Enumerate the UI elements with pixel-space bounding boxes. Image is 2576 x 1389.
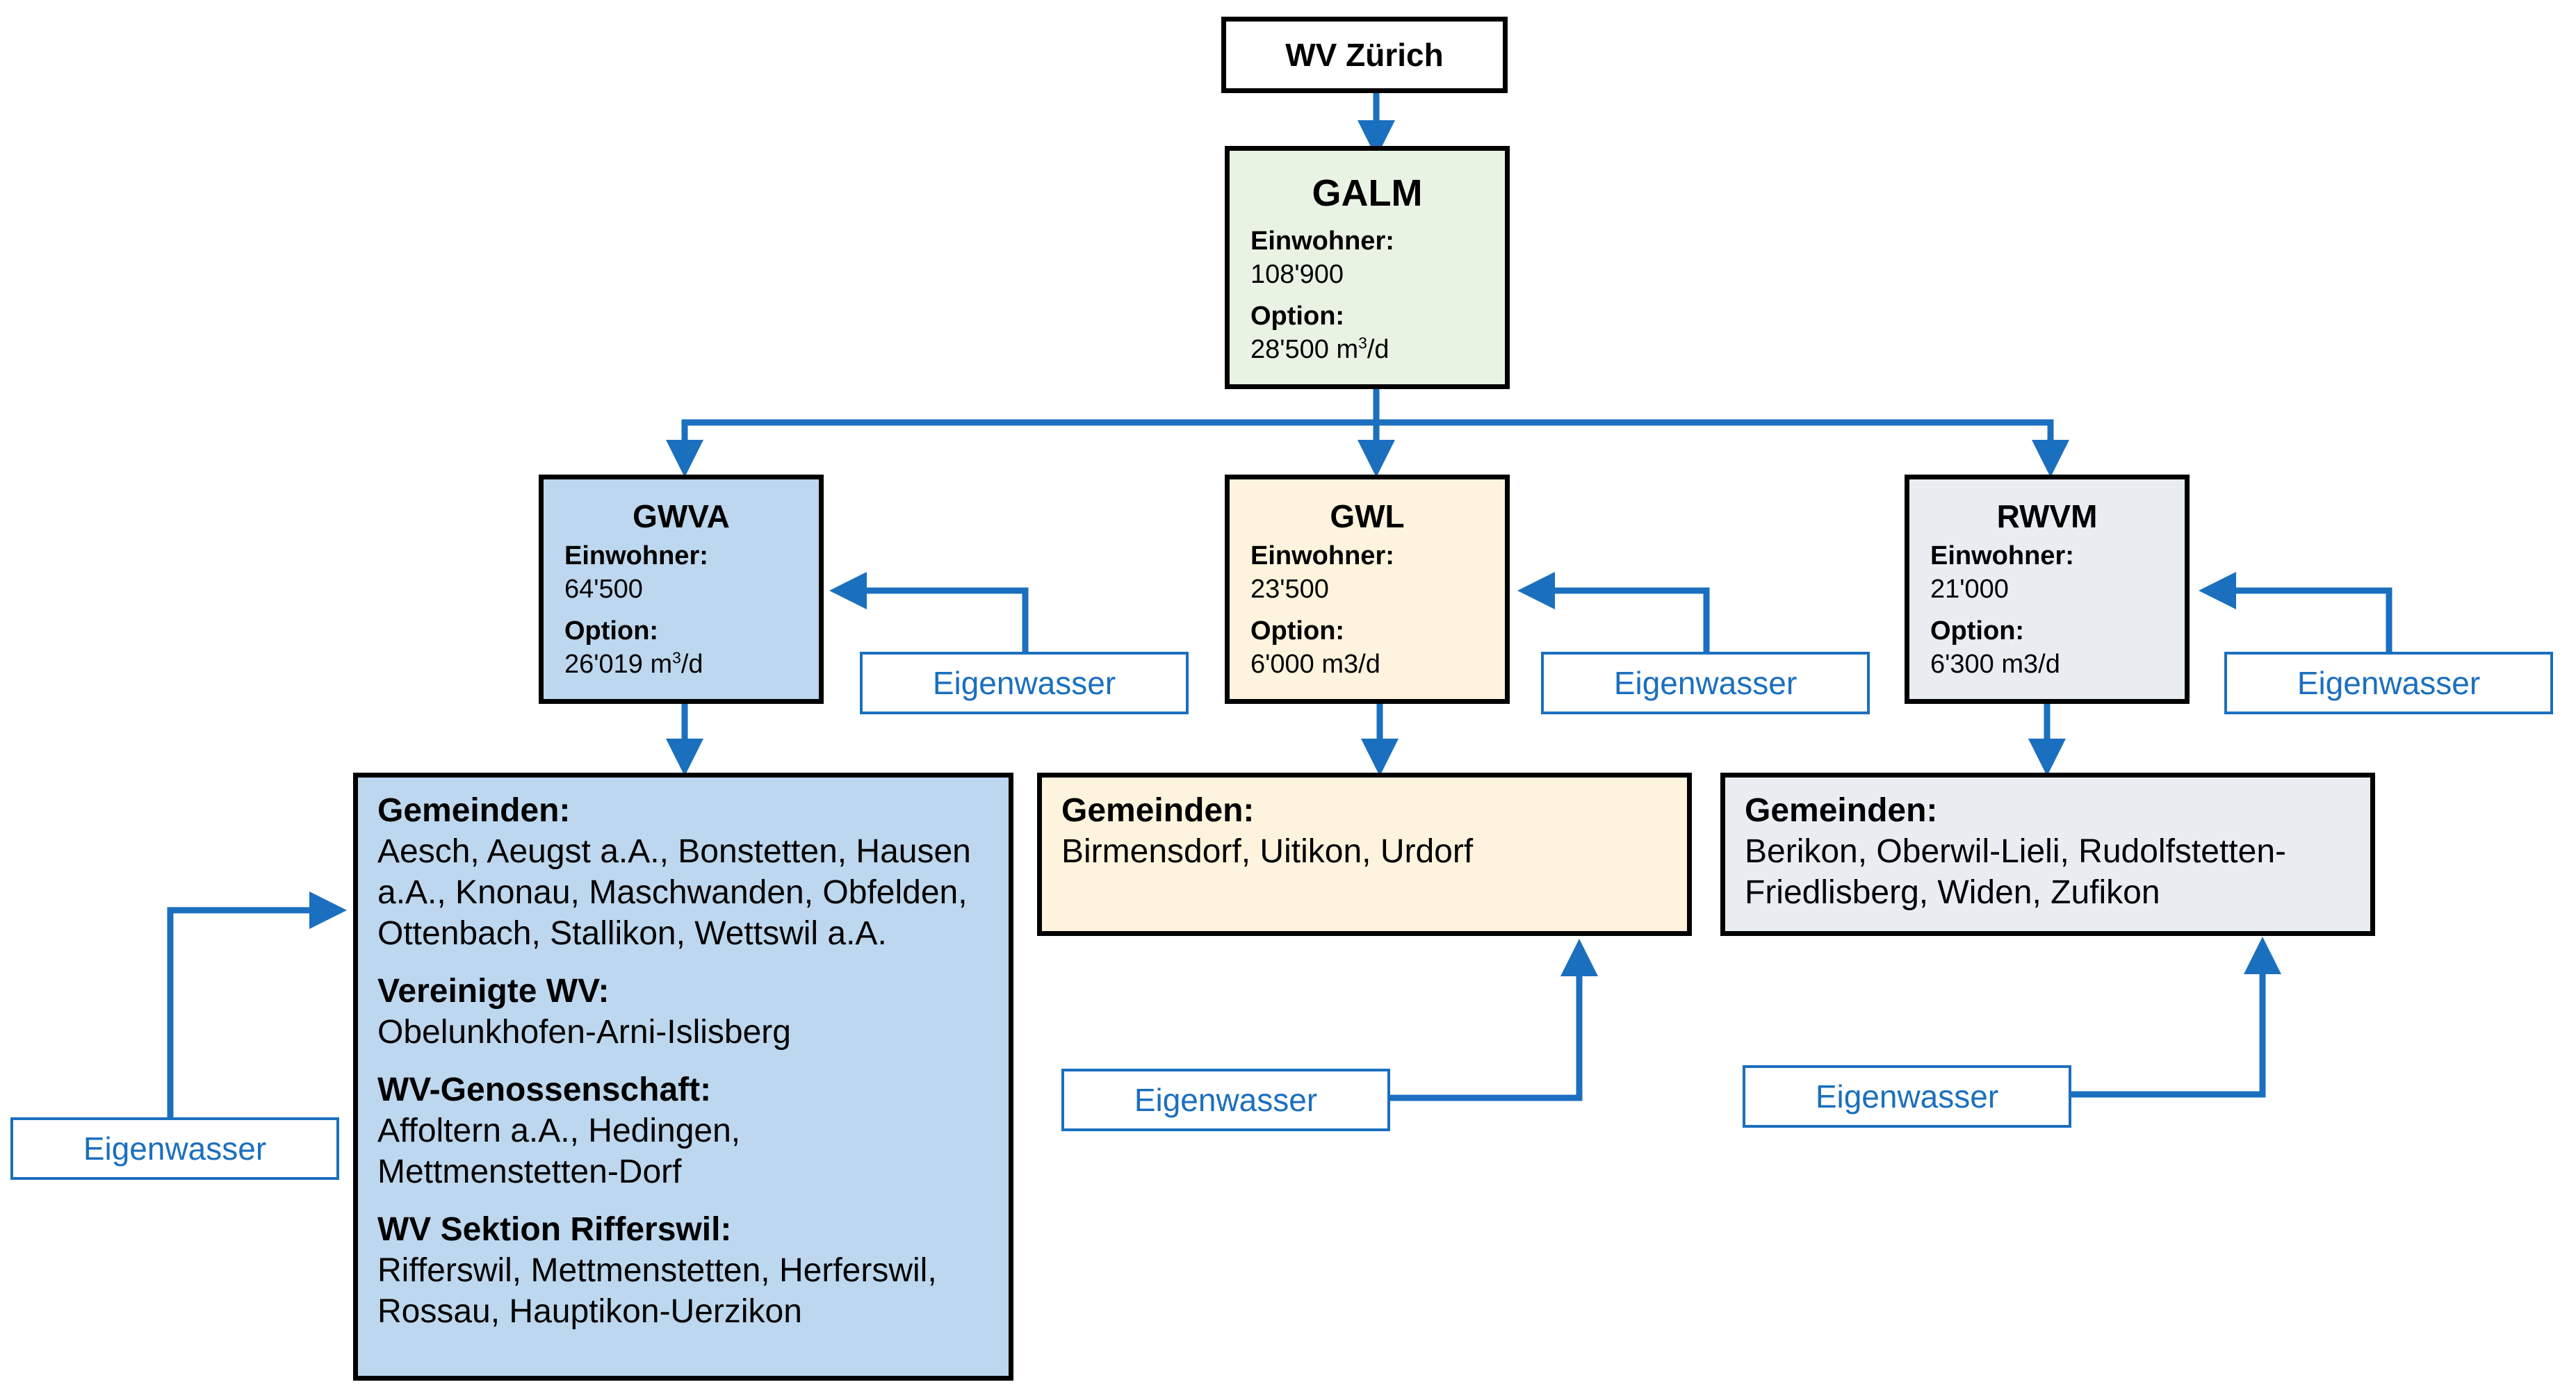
arrow-eigen-gwva-gemeinden <box>167 891 347 1119</box>
galm-einwohner-label: Einwohner: <box>1250 227 1394 256</box>
rwvm-gemeinden-box: Gemeinden: Berikon, Oberwil-Lieli, Rudol… <box>1720 773 2375 936</box>
gwl-option: 6'000 m3/d <box>1250 650 1380 679</box>
gwva-gemeinden-box: Gemeinden: Aesch, Aeugst a.A., Bonstette… <box>353 773 1013 1381</box>
rwvm-einwohner-label: Einwohner: <box>1930 541 2074 570</box>
gwl-title: GWL <box>1330 498 1405 534</box>
galm-box: GALM Einwohner: 108'900 Option: 28'500 m… <box>1225 146 1510 389</box>
rwvm-box: RWVM Einwohner: 21'000 Option: 6'300 m3/… <box>1905 475 2190 704</box>
gwva-gemeinden-heading: Gemeinden: <box>377 792 571 829</box>
gwva-box: GWVA Einwohner: 64'500 Option: 26'019 m3… <box>539 475 824 704</box>
arrow-eigen-gwl <box>1517 572 1710 652</box>
gwva-genossenschaft-text: Affoltern a.A., Hedingen, Mettmenstetten… <box>377 1112 741 1190</box>
gwva-genossenschaft-heading: WV-Genossenschaft: <box>377 1071 712 1108</box>
gwva-gemeinden-text: Aesch, Aeugst a.A., Bonstetten, Hausen a… <box>377 833 971 952</box>
gwva-title: GWVA <box>633 498 730 534</box>
galm-option: 28'500 m3/d <box>1250 334 1389 364</box>
gwva-einwohner: 64'500 <box>564 575 643 604</box>
gwva-einwohner-label: Einwohner: <box>564 541 708 570</box>
arrow-eigen-gwl-gemeinden <box>1390 939 1598 1101</box>
galm-title: GALM <box>1312 172 1423 214</box>
wv-zuerich-label: WV Zürich <box>1285 37 1444 73</box>
gwva-rifferswil-heading: WV Sektion Rifferswil: <box>377 1211 732 1248</box>
eigenwasser-gwl: Eigenwasser <box>1541 652 1870 714</box>
arrow-eigen-rwvm-gemeinden <box>2071 937 2281 1098</box>
arrow-eigen-gwva <box>829 572 1029 652</box>
eigenwasser-gwva: Eigenwasser <box>860 652 1189 714</box>
gwl-gemeinden-text: Birmensdorf, Uitikon, Urdorf <box>1061 833 1474 870</box>
galm-einwohner: 108'900 <box>1250 260 1344 289</box>
rwvm-option-label: Option: <box>1930 616 2025 646</box>
rwvm-gemeinden-heading: Gemeinden: <box>1745 792 1938 829</box>
gwl-option-label: Option: <box>1250 616 1345 646</box>
gwl-gemeinden-box: Gemeinden: Birmensdorf, Uitikon, Urdorf <box>1037 773 1692 936</box>
rwvm-gemeinden-text: Berikon, Oberwil-Lieli, Rudolfstetten-Fr… <box>1745 833 2286 911</box>
gwl-box: GWL Einwohner: 23'500 Option: 6'000 m3/d <box>1225 475 1510 704</box>
gwl-gemeinden-heading: Gemeinden: <box>1061 792 1255 829</box>
gwva-option-label: Option: <box>564 616 659 646</box>
rwvm-option: 6'300 m3/d <box>1930 650 2060 679</box>
arrow-eigen-rwvm <box>2199 572 2392 652</box>
arrow-galm-gwva <box>666 419 1376 477</box>
eigenwasser-rwvm: Eigenwasser <box>2224 652 2553 714</box>
galm-option-label: Option: <box>1250 302 1345 331</box>
eigenwasser-rwvm-gemeinden: Eigenwasser <box>1743 1065 2071 1128</box>
gwl-einwohner: 23'500 <box>1250 575 1329 604</box>
gwva-vereinigte-text: Obelunkhofen-Arni-Islisberg <box>377 1014 791 1051</box>
rwvm-einwohner: 21'000 <box>1930 575 2009 604</box>
gwva-rifferswil-text: Rifferswil, Mettmenstetten, Herferswil, … <box>377 1252 937 1330</box>
rwvm-title: RWVM <box>1996 498 2098 534</box>
gwva-vereinigte-heading: Vereinigte WV: <box>377 973 610 1010</box>
arrow-galm-rwvm <box>1376 419 2069 477</box>
eigenwasser-gwva-gemeinden: Eigenwasser <box>10 1117 339 1180</box>
gwl-einwohner-label: Einwohner: <box>1250 541 1394 570</box>
gwva-option: 26'019 m3/d <box>564 648 703 679</box>
wv-zuerich-box: WV Zürich <box>1221 17 1508 93</box>
eigenwasser-gwl-gemeinden: Eigenwasser <box>1061 1069 1390 1131</box>
